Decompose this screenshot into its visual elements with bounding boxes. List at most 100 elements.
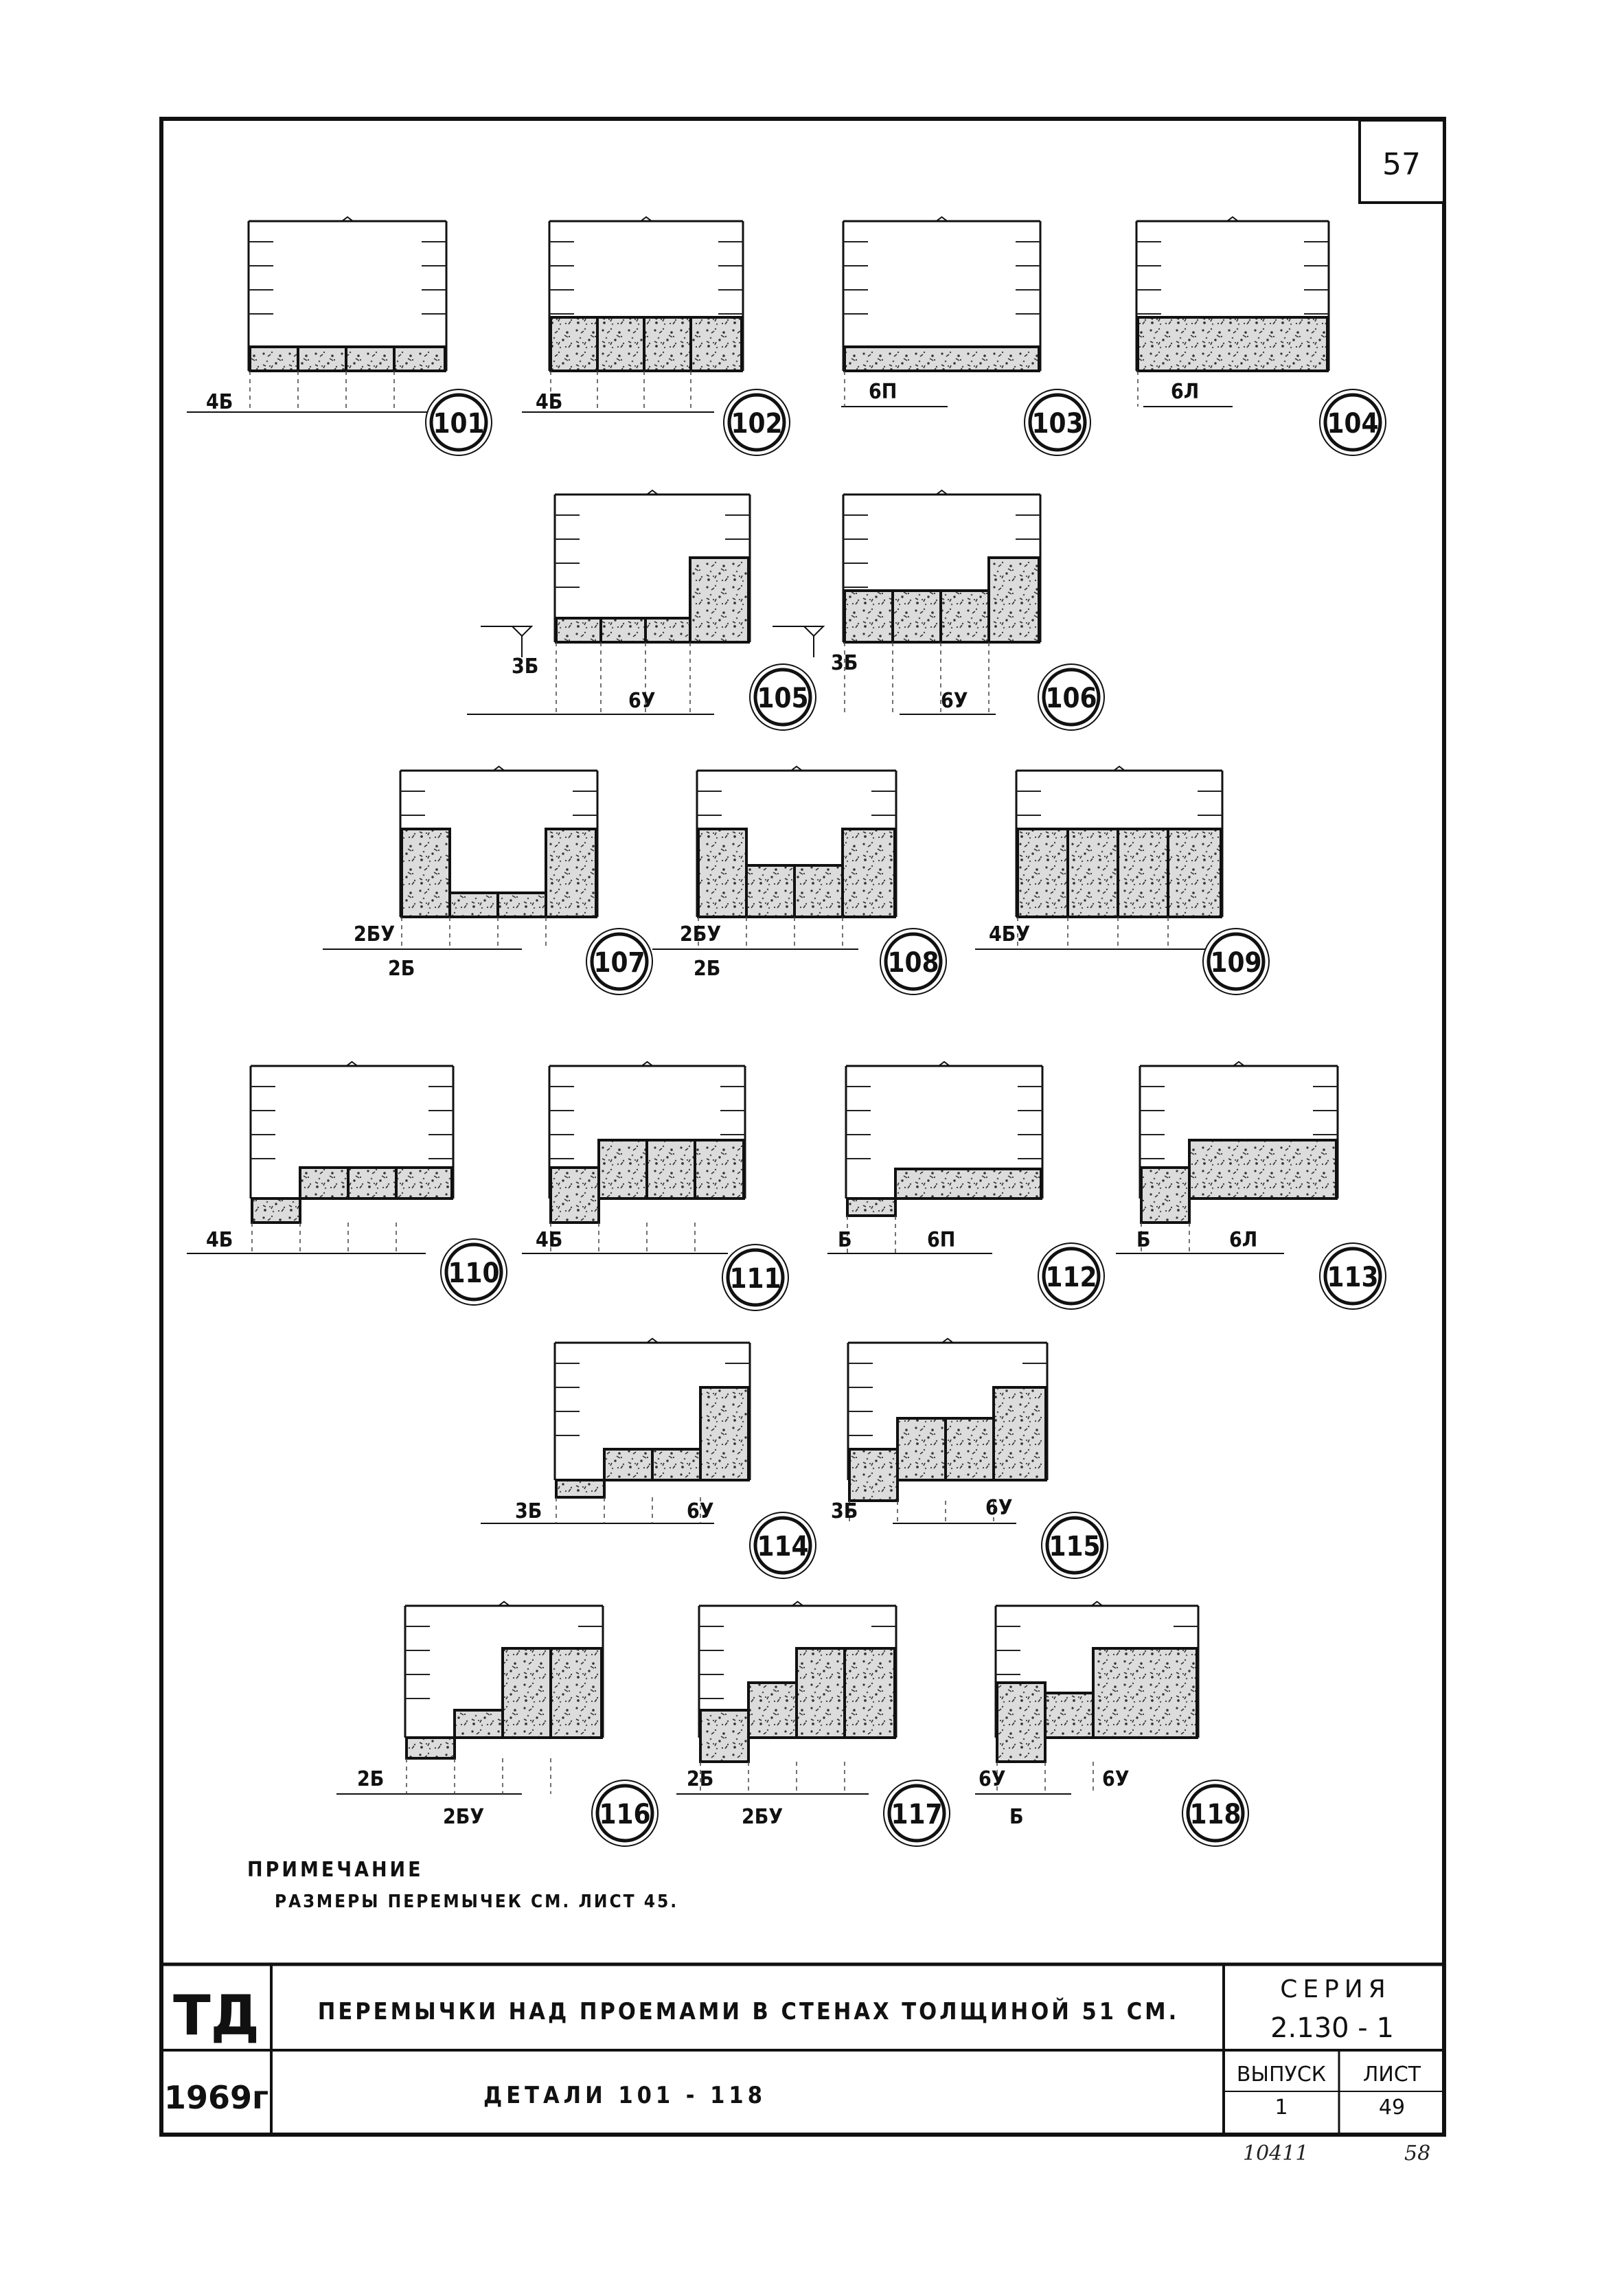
- block-label: 3Б: [512, 655, 538, 679]
- lintel-block: [549, 316, 599, 372]
- top-mark: [492, 765, 505, 771]
- detail-badge-inner: [595, 1784, 654, 1843]
- lintel-block: [299, 1166, 350, 1200]
- block-label: 6П: [927, 1228, 955, 1252]
- lintel-block: [843, 1647, 896, 1739]
- block-label: 6У: [941, 689, 968, 713]
- title-block: ТД 1969г ПЕРЕМЫЧКИ НАД ПРОЕМАМИ В СТЕНАХ…: [161, 1962, 1444, 2135]
- lintel-block: [1016, 828, 1069, 918]
- detail-117: 2Б 2БУ 117: [676, 1600, 950, 1847]
- block-label: 2БУ: [742, 1805, 783, 1829]
- lintel-block: [555, 1479, 606, 1499]
- top-mark: [935, 216, 948, 222]
- block-label: 2Б: [388, 957, 415, 981]
- block-label: 2Б: [694, 957, 720, 981]
- lintel-block: [393, 345, 446, 372]
- top-mark: [646, 489, 659, 495]
- level-mark: [773, 626, 825, 657]
- lintel-block: [644, 617, 691, 644]
- top-mark: [791, 1600, 804, 1606]
- lintel-block: [846, 1197, 897, 1217]
- detail-badge-inner: [1323, 1247, 1382, 1306]
- block-label: 2Б: [687, 1767, 713, 1791]
- detail-badge-inner: [444, 1242, 503, 1302]
- detail-badge-inner: [884, 932, 943, 991]
- lintel-block: [891, 589, 942, 644]
- top-mark: [935, 489, 948, 495]
- detail-number: 118: [1189, 1799, 1241, 1830]
- block-label: 6П: [869, 380, 897, 404]
- title-block-subtitle: ДЕТАЛИ 101 - 118: [483, 2082, 766, 2109]
- detail-number: 104: [1327, 408, 1378, 440]
- detail-number: 116: [599, 1799, 650, 1830]
- lintel-block: [1136, 316, 1329, 372]
- top-mark: [941, 1337, 954, 1343]
- lintel-block: [894, 1168, 1042, 1200]
- block-label: 6У: [979, 1767, 1006, 1791]
- detail-badge-inner: [887, 1784, 946, 1843]
- detail-badge-inner: [726, 1248, 785, 1307]
- detail-104: 6Л 104: [1135, 216, 1386, 456]
- lintel-block: [689, 316, 743, 372]
- block-label: 3Б: [831, 651, 858, 675]
- series-value: 2.130 - 1: [1270, 2012, 1394, 2044]
- lintel-block: [795, 1647, 846, 1739]
- lintel-block: [747, 1681, 798, 1739]
- block-label: 2Б: [357, 1767, 384, 1791]
- detail-number: 114: [757, 1531, 808, 1563]
- block-label: 6Л: [1171, 380, 1199, 404]
- lintel-block: [597, 1139, 648, 1200]
- lintel-block: [453, 1709, 504, 1739]
- top-mark: [1090, 1600, 1103, 1606]
- lintel-block: [549, 1166, 600, 1224]
- lintel-block: [699, 1709, 750, 1763]
- lintel-block: [603, 1448, 654, 1481]
- block-label: Б: [838, 1228, 852, 1252]
- block-label: 4Б: [206, 1228, 233, 1252]
- top-mark: [646, 1337, 659, 1343]
- lintel-block: [848, 1448, 899, 1502]
- sheet-value: 49: [1379, 2095, 1405, 2120]
- lintel-block: [405, 1736, 456, 1760]
- detail-number: 117: [891, 1799, 942, 1830]
- block-label: 2БУ: [680, 922, 721, 946]
- lintel-block: [501, 1647, 552, 1739]
- lintel-block: [643, 316, 692, 372]
- detail-number: 113: [1327, 1262, 1378, 1293]
- detail-badge-inner: [1045, 1516, 1104, 1575]
- lintel-block: [843, 345, 1040, 372]
- lintel-block: [555, 617, 602, 644]
- block-label: 3Б: [515, 1499, 542, 1523]
- detail-number: 102: [731, 408, 782, 440]
- top-mark: [790, 765, 803, 771]
- lintel-block: [944, 1417, 995, 1481]
- top-mark: [640, 216, 652, 222]
- series-label: СЕРИЯ: [1280, 1975, 1391, 2003]
- detail-badge-inner: [1042, 668, 1101, 727]
- block-label: Б: [1009, 1805, 1024, 1829]
- issue-label: ВЫПУСК: [1237, 2063, 1326, 2087]
- sheet-frame: [159, 117, 1446, 2137]
- detail-badge-inner: [753, 1516, 812, 1575]
- issue-value: 1: [1274, 2095, 1288, 2120]
- lintel-block: [249, 345, 299, 372]
- top-mark: [341, 216, 354, 222]
- title-block-logo: ТД: [173, 1984, 260, 2047]
- page-number-box: [1358, 119, 1445, 204]
- lintel-block: [448, 891, 499, 918]
- lintel-block: [896, 1417, 947, 1481]
- detail-number: 111: [729, 1263, 781, 1295]
- detail-number: 110: [448, 1258, 499, 1289]
- detail-number: 109: [1210, 947, 1261, 979]
- page-number: 57: [1382, 147, 1421, 182]
